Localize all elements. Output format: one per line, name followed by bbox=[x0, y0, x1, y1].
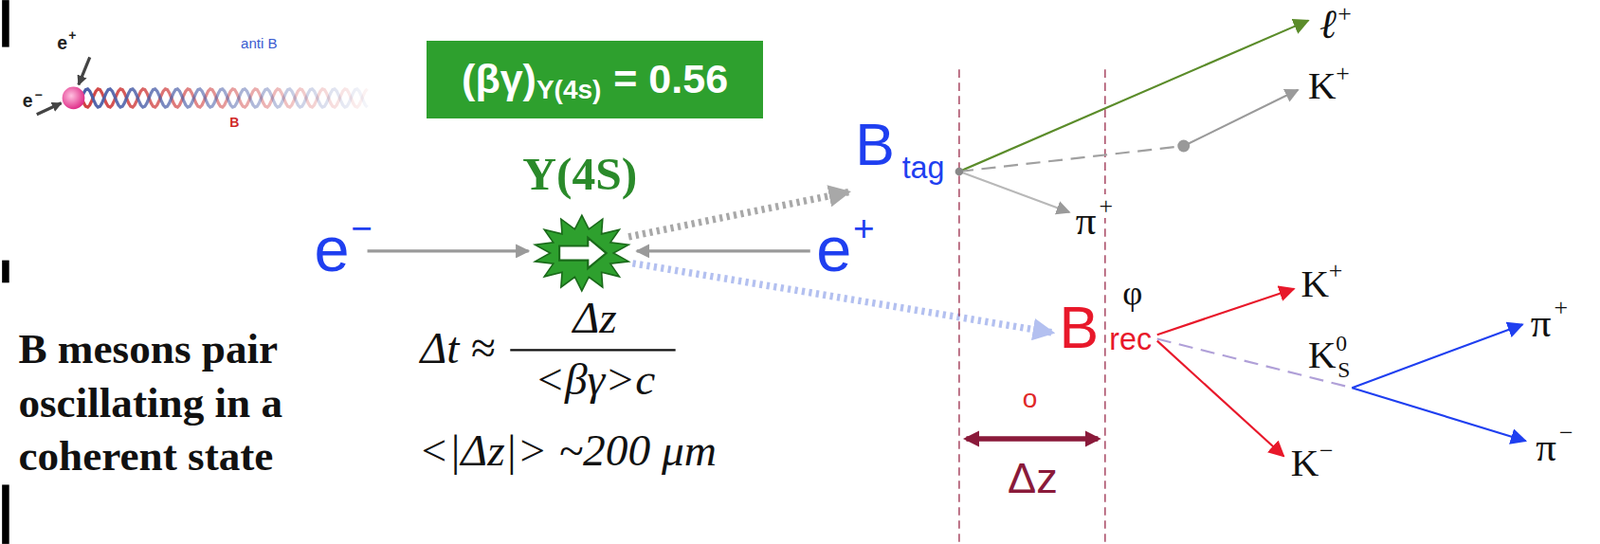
subscript-text: Y(4s) bbox=[536, 76, 601, 104]
beam-arrow bbox=[636, 249, 811, 253]
particle-label: π bbox=[1535, 426, 1557, 468]
particle-label: ℓ bbox=[1319, 3, 1337, 45]
beam-arrow bbox=[367, 249, 529, 253]
beam-arrow bbox=[78, 56, 91, 85]
direction-arrow bbox=[559, 237, 607, 269]
pion-track bbox=[1351, 387, 1526, 441]
fraction-bar bbox=[509, 348, 675, 351]
beam-arrow bbox=[36, 103, 62, 115]
charge-sign: + bbox=[1554, 295, 1569, 321]
particle-subscript: S bbox=[1337, 359, 1350, 382]
parameter-box: (βγ)Y(4s) = 0.56 bbox=[426, 40, 764, 119]
particle-label: e bbox=[56, 34, 68, 53]
vertex-dot bbox=[955, 167, 964, 177]
charge-sign: + bbox=[1337, 1, 1352, 27]
particle-label: K bbox=[1308, 67, 1337, 107]
collision-point bbox=[62, 87, 86, 110]
decay-dot bbox=[1177, 140, 1190, 153]
charge-sign: 0 bbox=[1335, 332, 1347, 356]
charge-sign: − bbox=[1319, 438, 1334, 464]
parameter-text: (βγ) bbox=[461, 58, 537, 100]
charge-sign: − bbox=[35, 88, 43, 102]
particle-label: φ bbox=[1122, 275, 1143, 311]
kaon-track bbox=[1157, 289, 1294, 335]
parameter-text: = 0.56 bbox=[613, 58, 728, 100]
helix-strand bbox=[81, 89, 367, 108]
meson-helix bbox=[81, 89, 367, 108]
particle-label: K bbox=[1308, 336, 1337, 376]
strand-label: B bbox=[229, 115, 239, 129]
meson-label: B bbox=[1058, 297, 1099, 357]
charge-sign: + bbox=[853, 210, 875, 248]
charge-sign: + bbox=[68, 28, 76, 42]
starburst-shape bbox=[530, 212, 634, 294]
pion-track bbox=[1351, 324, 1523, 388]
particle-label: e bbox=[22, 91, 34, 110]
resonance-node: Y(4S) bbox=[522, 150, 641, 296]
charge-sign: − bbox=[350, 210, 373, 248]
meson-subscript: tag bbox=[902, 152, 946, 183]
lepton-track bbox=[959, 20, 1309, 172]
kaon-track bbox=[959, 145, 1184, 172]
charge-sign: + bbox=[1328, 258, 1344, 284]
helix-strand bbox=[81, 89, 367, 108]
formula-numerator: Δz bbox=[573, 295, 618, 341]
resonance-label: Y(4S) bbox=[522, 150, 641, 199]
particle-label: π bbox=[1075, 200, 1097, 241]
strand-label: anti B bbox=[240, 36, 278, 51]
origin-label: o bbox=[1022, 385, 1038, 413]
separation-label: Δz bbox=[1007, 456, 1058, 500]
charge-sign: + bbox=[1098, 194, 1113, 219]
vertex-line bbox=[958, 69, 960, 544]
starburst bbox=[534, 215, 629, 291]
formula-text: Δt ≈ bbox=[420, 326, 496, 371]
particle-label: K bbox=[1290, 444, 1320, 484]
particle-label: K bbox=[1301, 265, 1330, 305]
vertex-line bbox=[1104, 69, 1106, 544]
charge-sign: − bbox=[1559, 420, 1574, 446]
beam-label: e bbox=[314, 218, 350, 282]
beam-label: e bbox=[816, 218, 852, 282]
slide-bar bbox=[1, 0, 10, 48]
separation-arrow bbox=[965, 436, 1098, 441]
formula-text: <|Δz|> ~200 μm bbox=[418, 428, 717, 473]
description-text: B mesons pair oscillating in a coherent … bbox=[18, 322, 328, 484]
pion-track bbox=[959, 171, 1070, 213]
kaon-track bbox=[1157, 341, 1284, 457]
charge-sign: + bbox=[1335, 61, 1350, 87]
kaon-track bbox=[1183, 90, 1299, 146]
formula-denominator: <βγ>c bbox=[534, 357, 655, 402]
particle-label: π bbox=[1530, 302, 1552, 344]
meson-subscript: rec bbox=[1109, 324, 1152, 355]
slide-bar bbox=[1, 260, 10, 284]
meson-label: B bbox=[854, 114, 895, 174]
slide-bar bbox=[1, 484, 10, 544]
